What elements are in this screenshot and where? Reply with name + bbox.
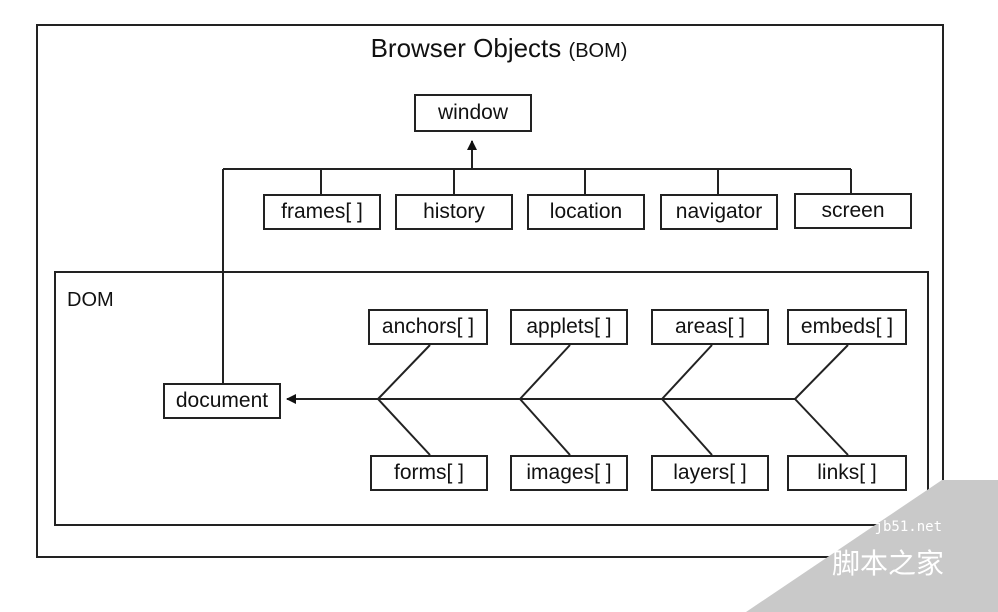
images-node: images[ ] [510, 455, 628, 491]
dom-frame [54, 271, 929, 526]
window-node: window [414, 94, 532, 132]
anchors-node: anchors[ ] [368, 309, 488, 345]
forms-node: forms[ ] [370, 455, 488, 491]
links-branch [794, 398, 849, 456]
areas-node: areas[ ] [651, 309, 769, 345]
layers-node: layers[ ] [651, 455, 769, 491]
document-node: document [163, 383, 281, 419]
history-node: history [395, 194, 513, 230]
title-main: Browser Objects [370, 33, 562, 63]
location-node: location [527, 194, 645, 230]
forms-branch [377, 398, 431, 456]
diagram-title: Browser Objects (BOM) [0, 33, 998, 64]
watermark-name: 脚本之家 [831, 547, 944, 580]
embeds-branch [794, 344, 849, 400]
anchors-branch [377, 344, 431, 400]
embeds-node: embeds[ ] [787, 309, 907, 345]
frames-node: frames[ ] [263, 194, 381, 230]
bom-frame [36, 24, 944, 558]
navigator-node: navigator [660, 194, 778, 230]
title-abbr: (BOM) [568, 40, 628, 62]
applets-branch [519, 344, 571, 400]
watermark-site: jb51.net [874, 519, 942, 535]
links-node: links[ ] [787, 455, 907, 491]
dom-label: DOM [67, 289, 114, 311]
screen-node: screen [794, 193, 912, 229]
applets-node: applets[ ] [510, 309, 628, 345]
layers-branch [661, 398, 713, 456]
images-branch [519, 398, 571, 456]
areas-branch [661, 344, 713, 400]
watermark-badge [746, 480, 998, 612]
